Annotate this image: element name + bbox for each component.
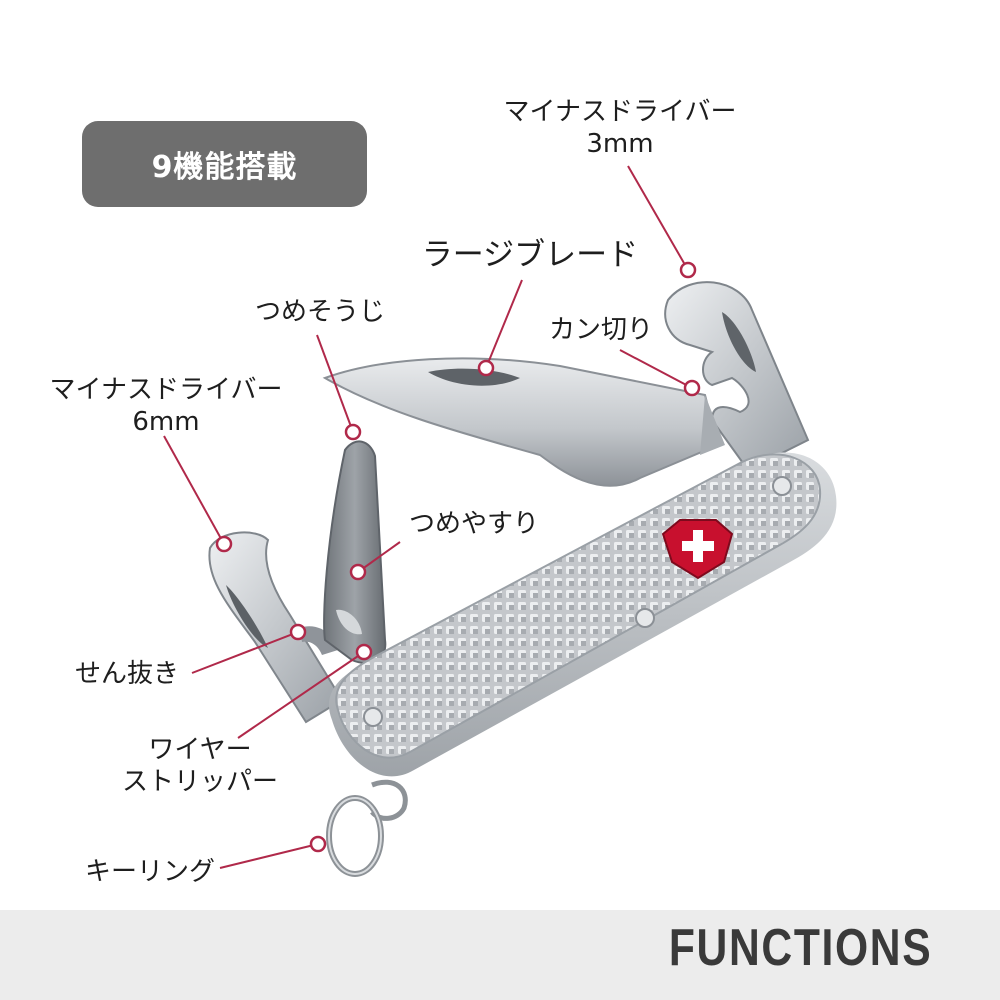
cross-shield-logo <box>661 519 734 580</box>
feature-count-badge: 9機能搭載 <box>82 121 367 207</box>
can-opener-tool <box>664 281 810 472</box>
callout-line-bottle-opener <box>191 631 299 674</box>
footer-bar <box>0 910 1000 1000</box>
callout-line-wire-stripper <box>237 651 365 739</box>
label-wire-stripper: ワイヤー ストリッパー <box>100 734 300 798</box>
label-screwdriver-6mm-name: マイナスドライバー <box>49 375 283 405</box>
callout-line-nail-cleaner <box>316 334 354 433</box>
key-ring <box>326 779 408 877</box>
label-nail-file: つめやすり <box>408 509 539 539</box>
label-key-ring: キーリング <box>84 857 215 887</box>
footer-title: FUNCTIONS <box>668 919 932 977</box>
label-screwdriver-3mm-size: 3mm <box>586 129 654 159</box>
label-large-blade: ラージブレード <box>421 237 639 273</box>
label-can-opener: カン切り <box>548 315 653 345</box>
callout-line-can-opener <box>619 349 693 389</box>
label-nail-cleaner: つめそうじ <box>254 297 385 327</box>
aluminium-handle <box>328 452 837 777</box>
callout-line-screwdriver-3mm <box>627 165 689 271</box>
callout-line-screwdriver-6mm <box>163 435 225 545</box>
callout-lines <box>163 165 693 869</box>
bottle-opener-tool <box>208 531 344 724</box>
label-screwdriver-6mm: マイナスドライバー 6mm <box>26 374 306 438</box>
label-screwdriver-3mm: マイナスドライバー 3mm <box>480 96 760 160</box>
label-screwdriver-6mm-size: 6mm <box>132 407 200 437</box>
label-wire-stripper-line1: ワイヤー <box>148 735 252 765</box>
nail-file <box>323 440 387 665</box>
label-wire-stripper-line2: ストリッパー <box>121 767 278 797</box>
label-screwdriver-3mm-name: マイナスドライバー <box>503 97 737 127</box>
large-blade <box>322 357 725 487</box>
callout-line-key-ring <box>219 843 319 869</box>
label-bottle-opener: せん抜き <box>74 659 179 689</box>
callout-line-nail-file <box>357 541 401 573</box>
callout-line-large-blade <box>485 279 523 369</box>
callout-markers <box>215 261 701 853</box>
